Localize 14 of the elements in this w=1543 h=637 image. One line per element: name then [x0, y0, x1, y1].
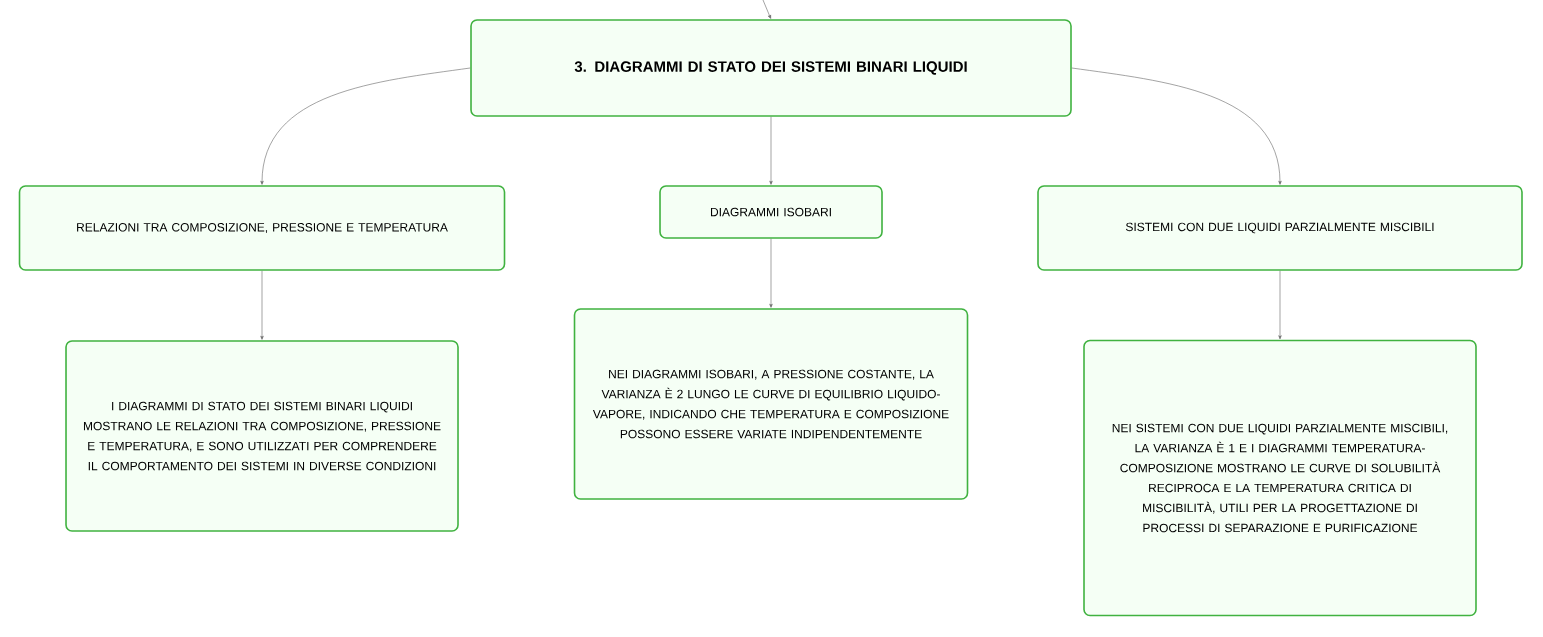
arrow [762, 0, 771, 19]
concept-box: DIAGRAMMI ISOBARI [659, 185, 883, 239]
arrow [1278, 270, 1282, 340]
arrow [260, 270, 264, 340]
arrow [260, 67, 471, 185]
arrow [1071, 67, 1282, 185]
arrow [769, 116, 773, 185]
concept-box: SISTEMI CON DUE LIQUIDI PARZIALMENTE MISCIBILI [1037, 185, 1523, 271]
description-box: I DIAGRAMMI DI STATO DEI SISTEMI BINARI LIQUIDI MOSTRANO LE RELAZIONI TRA COMPOSIZIONE, PRESSIONE E TEMPERATURA, E SONO UTILIZZATI PER COMPRENDERE IL COMPORTAMENTO DEI SISTEMI IN DIVERSE CONDIZIONI [65, 340, 459, 532]
concept-box: RELAZIONI TRA COMPOSIZIONE, PRESSIONE E TEMPERATURA [18, 185, 506, 271]
title-box: 3. DIAGRAMMI DI STATO DEI SISTEMI BINARI LIQUIDI [470, 19, 1072, 117]
description-box: NEI DIAGRAMMI ISOBARI, A PRESSIONE COSTANTE, LA VARIANZA È 2 LUNGO LE CURVE DI EQUILIBRIO LIQUIDO-VAPORE, INDICANDO CHE TEMPERATURA E COMPOSIZIONE POSSONO ESSERE VARIATE INDIPENDENTEMENTE [573, 308, 969, 500]
description-box: NEI SISTEMI CON DUE LIQUIDI PARZIALMENTE MISCIBILI, LA VARIANZA È 1 E I DIAGRAMMI TEMPERATURA-COMPOSIZIONE MOSTRANO LE CURVE DI SOLUBILITÀ RECIPROCA E LA TEMPERATURA CRITICA DI MISCIBILITÀ, UTILI PER LA PROGETTAZIONE DI PROCESSI DI SEPARAZIONE E PURIFICAZIONE [1083, 339, 1477, 617]
arrow [769, 238, 773, 308]
